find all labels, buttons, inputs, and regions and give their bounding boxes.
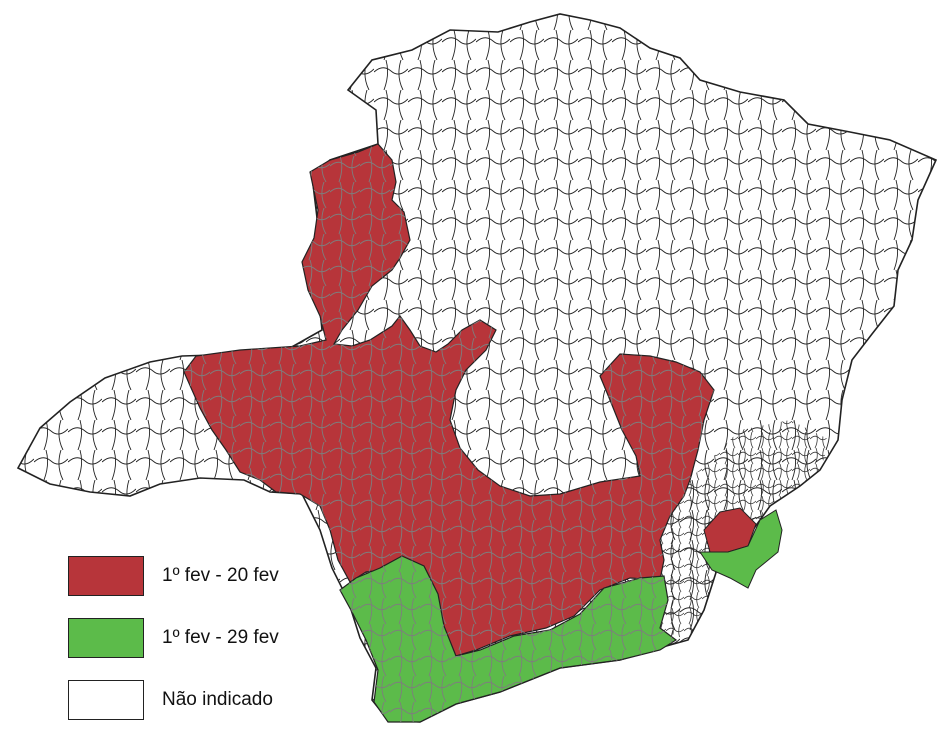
legend-label-nao-indicado: Não indicado	[162, 689, 273, 710]
legend-item-20fev: 1º fev - 20 fev	[68, 545, 279, 607]
legend-swatch-red	[68, 556, 144, 596]
legend-swatch-white	[68, 680, 144, 720]
map-legend: 1º fev - 20 fev 1º fev - 29 fev Não indi…	[68, 545, 279, 731]
legend-item-nao-indicado: Não indicado	[68, 669, 279, 731]
legend-label-29fev: 1º fev - 29 fev	[162, 627, 279, 648]
legend-item-29fev: 1º fev - 29 fev	[68, 607, 279, 669]
map-region-29fev-east	[699, 509, 783, 589]
legend-swatch-green	[68, 618, 144, 658]
legend-label-20fev: 1º fev - 20 fev	[162, 565, 279, 586]
